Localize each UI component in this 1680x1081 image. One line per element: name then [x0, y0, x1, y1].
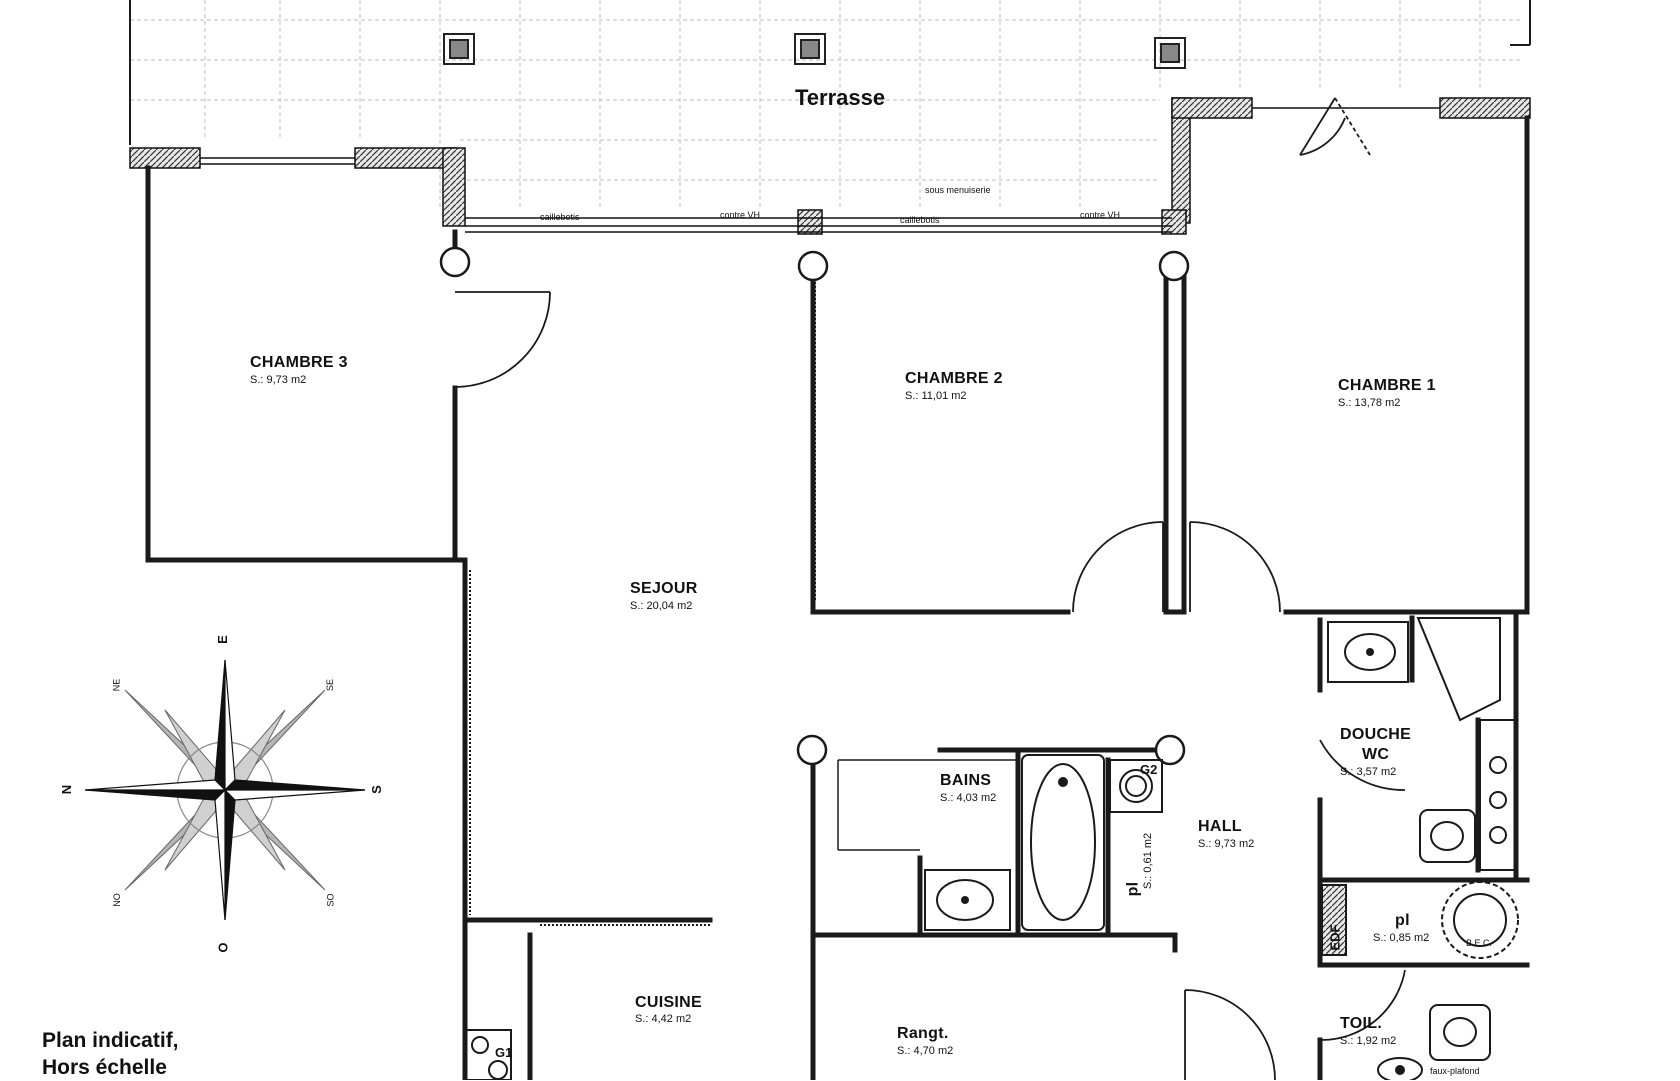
plan-note-line1: Plan indicatif,	[42, 1029, 179, 1052]
compass-label-o: O	[215, 942, 231, 953]
compass-label-s: S	[368, 785, 384, 794]
annotation-caillebotis-1: caillebotis	[540, 212, 580, 222]
room-name-bains: BAINS	[940, 772, 992, 789]
interior-walls	[145, 115, 1530, 1080]
room-name-douche: DOUCHE	[1340, 726, 1412, 743]
exterior-walls	[129, 97, 1531, 235]
plan-note-line2: Hors échelle	[42, 1056, 167, 1079]
room-name-sejour: SEJOUR	[630, 580, 698, 597]
room-area-placard2: S.: 0,85 m2	[1373, 932, 1430, 944]
compass-rose	[84, 659, 366, 921]
room-area-chambre3: S.: 9,73 m2	[250, 374, 307, 386]
dashed-walls	[469, 262, 816, 926]
fixture-g2: G2	[1140, 762, 1158, 777]
room-area-hall: S.: 9,73 m2	[1198, 838, 1255, 850]
terrace-label: Terrasse	[795, 85, 886, 110]
room-name-toil: TOIL.	[1340, 1015, 1383, 1032]
fixture-bec: B.E.C.	[1466, 938, 1493, 948]
compass-label-ne: NE	[111, 678, 122, 692]
room-name-chambre3: CHAMBRE 3	[250, 354, 348, 371]
room-area-toil: S.: 1,92 m2	[1340, 1035, 1397, 1047]
faux-plafond-symbol	[1377, 1057, 1423, 1080]
annotation-contre-vh-2: contre VH	[1080, 210, 1121, 220]
wc-fixtures	[1479, 719, 1517, 871]
room-area-douche: S.: 3,57 m2	[1340, 766, 1397, 778]
fixture-faux-plafond: faux-plafond	[1430, 1066, 1480, 1076]
room-name-cuisine: CUISINE	[635, 994, 702, 1011]
fixture-edf: EDF	[1327, 924, 1343, 951]
bains-sink	[924, 869, 1011, 931]
room-area-sejour: S.: 20,04 m2	[630, 600, 693, 612]
room-name-placard1: pl	[1124, 881, 1142, 897]
room-area-placard1: S.: 0,61 m2	[1142, 832, 1155, 890]
room-name-rangt: Rangt.	[897, 1025, 949, 1042]
room-area-chambre1: S.: 13,78 m2	[1338, 397, 1401, 409]
compass-label-no: NO	[111, 893, 122, 907]
room-area-bains: S.: 4,03 m2	[940, 792, 997, 804]
fixture-g1: G1	[495, 1045, 513, 1060]
room-area-cuisine: S.: 4,42 m2	[635, 1013, 692, 1025]
shower	[1327, 617, 1501, 722]
glazed-wall	[200, 107, 1440, 233]
g1-box	[465, 1029, 512, 1080]
annotation-caillebotis-2: caillebotis	[900, 215, 940, 225]
bec-boiler	[1441, 881, 1519, 959]
room-name-wc: WC	[1362, 746, 1390, 763]
room-name-chambre1: CHAMBRE 1	[1338, 377, 1436, 394]
compass-label-e: E	[214, 635, 230, 644]
annotation-contre-vh-1: contre VH	[720, 210, 761, 220]
terrace-edge	[129, 0, 1531, 145]
g2-box	[1109, 759, 1163, 813]
compass-label-se: SE	[325, 678, 336, 692]
bains-dashed	[837, 759, 1018, 851]
door-swings	[454, 97, 1406, 1080]
room-name-hall: HALL	[1198, 818, 1242, 835]
room-name-chambre2: CHAMBRE 2	[905, 370, 1003, 387]
room-area-rangt: S.: 4,70 m2	[897, 1045, 954, 1057]
edf-box	[1321, 884, 1347, 956]
compass-label-n: N	[59, 784, 75, 795]
room-name-placard2: pl	[1395, 912, 1410, 929]
compass-dark-rays	[84, 659, 366, 921]
terrace-drains	[443, 33, 1186, 69]
columns	[439, 246, 1190, 766]
compass-light-rays	[124, 689, 326, 891]
toilets	[1419, 809, 1491, 1061]
compass-label-so: SO	[325, 893, 336, 907]
room-area-chambre2: S.: 11,01 m2	[905, 390, 967, 402]
bathtub	[1021, 754, 1105, 931]
annotation-sous-menuiserie: sous menuiserie	[925, 185, 991, 195]
